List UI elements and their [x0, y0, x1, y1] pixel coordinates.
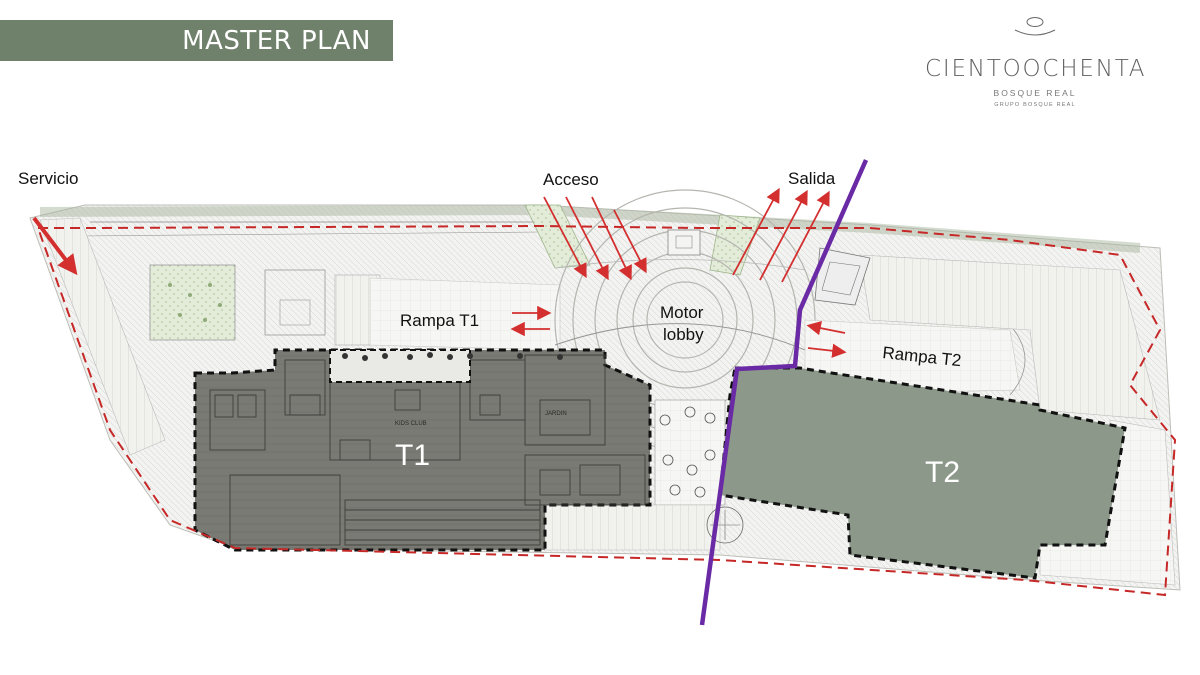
acceso-arrows: [543, 196, 647, 281]
salida-label: Salida: [788, 169, 836, 188]
rampa-t1-label: Rampa T1: [400, 311, 479, 330]
acceso-label: Acceso: [543, 170, 599, 189]
logo-name: CIENTOOCHENTA: [925, 56, 1147, 82]
page-title: MASTER PLAN: [0, 20, 393, 61]
tower-t2: T2: [718, 366, 1127, 580]
motor-lobby-label-line2: lobby: [663, 325, 704, 344]
salida-arrows: [732, 187, 830, 283]
logo-emblem-icon: [1014, 17, 1056, 36]
brand-logo: CIENTOOCHENTA BOSQUE REAL GRUPO BOSQUE R…: [925, 14, 1147, 108]
servicio-arrow: [32, 216, 78, 276]
tower-t1: KIDS CLUB JARDIN T1: [193, 348, 652, 552]
logo-group: GRUPO BOSQUE REAL: [994, 102, 1076, 108]
t2-label: T2: [925, 456, 960, 489]
motor-lobby-label-line1: Motor: [660, 303, 704, 322]
t1-label: T1: [395, 439, 430, 472]
kids-club-label: KIDS CLUB: [395, 421, 427, 427]
servicio-label: Servicio: [18, 169, 78, 188]
t1-terrace: [329, 349, 563, 383]
jardin-label: JARDIN: [545, 411, 567, 417]
property-boundary: [36, 224, 1177, 597]
rampa-t1-arrows: [510, 305, 552, 337]
tower-divider-line: [699, 159, 869, 626]
logo-subtitle: BOSQUE REAL: [993, 88, 1077, 98]
rampa-t2-arrows: [806, 321, 847, 358]
